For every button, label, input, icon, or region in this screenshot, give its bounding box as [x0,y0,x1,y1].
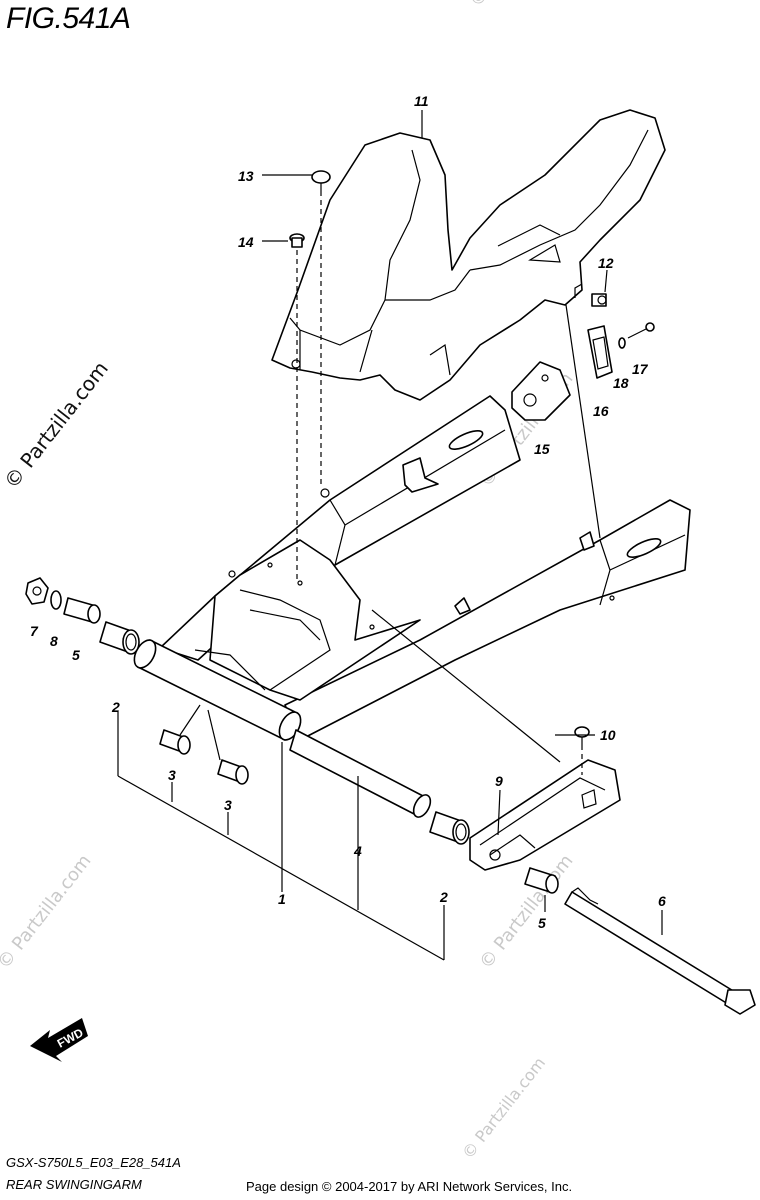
callout-12: 12 [598,255,614,271]
chain-buffer-part-9[interactable] [469,759,621,871]
callout-8: 8 [50,633,58,649]
callout-3-lower: 3 [224,797,232,813]
callout-6: 6 [658,893,666,909]
callout-3-upper: 3 [168,767,176,783]
bearing-part-3-upper[interactable] [159,729,191,755]
bearing-part-2-right[interactable] [429,811,470,845]
footer-credit: Page design © 2004-2017 by ARI Network S… [246,1179,573,1194]
footer-assembly-name: REAR SWINGINGARM [6,1177,142,1192]
callout-5-right: 5 [538,915,546,931]
figure-title: FIG.541A [6,2,131,35]
callout-10: 10 [600,727,616,743]
washer-part-18[interactable] [618,337,626,349]
watermark-lower-left: © Partzilla.com [0,851,95,973]
callout-13: 13 [238,168,254,184]
callout-2-left: 2 [111,699,120,715]
watermark-upper-right: © Partzilla.com [465,0,567,11]
callout-1: 1 [278,891,286,907]
clip-part-14[interactable] [289,233,305,248]
assembly-lines [296,200,601,775]
axle-bolt-part-6[interactable] [564,887,756,1015]
rear-fender-part-11[interactable] [271,109,666,401]
bolt-part-12[interactable] [591,293,607,307]
pad-part-16[interactable] [587,325,613,379]
callout-7: 7 [30,623,39,639]
spacer-part-5-left[interactable] [63,597,101,624]
callout-11: 11 [414,93,429,109]
spacer-part-5-right[interactable] [524,867,559,894]
leader-lines [117,110,663,961]
callout-15: 15 [534,441,550,457]
bearing-part-3-lower[interactable] [217,759,249,785]
callout-16: 16 [593,403,609,419]
swingarm-part-1[interactable] [130,395,691,743]
callout-18: 18 [613,375,629,391]
callout-labels: 1 2 2 3 3 4 5 5 6 7 8 9 10 11 12 13 14 1… [30,93,666,931]
callout-2-right: 2 [439,889,448,905]
callout-4: 4 [353,843,362,859]
washer-part-8[interactable] [50,590,62,610]
callout-14: 14 [238,234,254,250]
callout-17: 17 [632,361,649,377]
fwd-arrow-icon: FWD [30,1018,88,1062]
callout-5-left: 5 [72,647,80,663]
bearing-part-2-left[interactable] [99,621,140,655]
spacer-tube-part-4[interactable] [289,729,434,820]
screw-part-13[interactable] [311,170,331,196]
screw-part-17[interactable] [627,322,655,339]
watermark-left-large: © Partzilla.com [0,357,113,493]
watermark-bottom-center: © Partzilla.com [458,1053,549,1162]
plate-part-15[interactable] [511,361,571,421]
nut-part-7[interactable] [25,577,49,605]
screw-part-10[interactable] [574,726,590,750]
footer-model-code: GSX-S750L5_E03_E28_541A [6,1155,181,1170]
callout-9: 9 [495,773,503,789]
